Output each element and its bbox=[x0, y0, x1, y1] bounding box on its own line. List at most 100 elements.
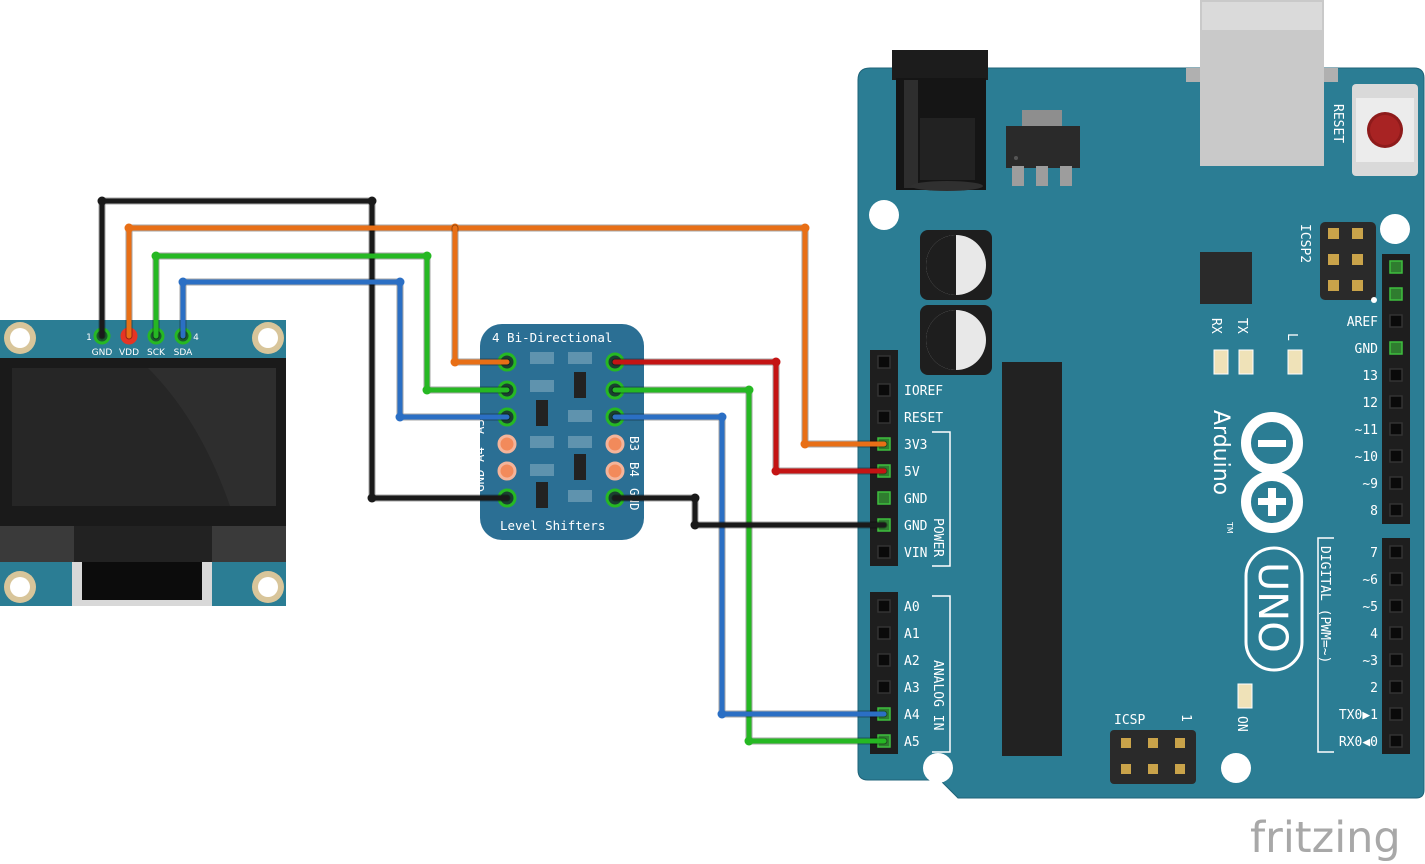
ls-left-label: A4 bbox=[472, 447, 487, 462]
pin-label: VIN bbox=[904, 546, 927, 561]
wire-bendpoint[interactable] bbox=[690, 493, 700, 503]
pin-label: RX0◀0 bbox=[1339, 735, 1378, 750]
level-shifter-pin[interactable] bbox=[497, 461, 517, 481]
wire-5v-red[interactable] bbox=[612, 359, 887, 474]
icsp-pin1-label: 1 bbox=[1178, 714, 1193, 722]
wire-bendpoint[interactable] bbox=[717, 709, 727, 719]
pin-label: IOREF bbox=[904, 384, 943, 399]
pin-label: A2 bbox=[904, 654, 920, 669]
header-pin[interactable] bbox=[1389, 395, 1403, 409]
pin-label: GND bbox=[904, 519, 928, 534]
on-label: ON bbox=[1234, 716, 1249, 732]
wire-bendpoint[interactable] bbox=[124, 223, 134, 233]
header-pin[interactable] bbox=[1389, 545, 1403, 559]
wire-bendpoint[interactable] bbox=[367, 493, 377, 503]
wire-bendpoint[interactable] bbox=[717, 412, 727, 422]
mount-hole bbox=[923, 753, 953, 783]
wire-bendpoint[interactable] bbox=[395, 412, 405, 422]
oled-pin-number: 1 bbox=[86, 333, 92, 343]
header-pin[interactable] bbox=[877, 626, 891, 640]
wire-bendpoint[interactable] bbox=[690, 520, 700, 530]
pin-label: 4 bbox=[1370, 627, 1378, 642]
wire-bendpoint[interactable] bbox=[744, 385, 754, 395]
header-pin[interactable] bbox=[1389, 476, 1403, 490]
pin-label: ~9 bbox=[1362, 477, 1378, 492]
header-pin[interactable] bbox=[877, 599, 891, 613]
wire-bendpoint[interactable] bbox=[800, 439, 810, 449]
header-pin[interactable] bbox=[877, 545, 891, 559]
wire-vdd-orange[interactable] bbox=[126, 225, 887, 447]
header-pin[interactable] bbox=[1389, 680, 1403, 694]
header-pin[interactable] bbox=[1389, 449, 1403, 463]
arduino-logo bbox=[1241, 412, 1303, 533]
header-pin[interactable] bbox=[1389, 572, 1403, 586]
pin-label: 2 bbox=[1370, 681, 1378, 696]
header-pin[interactable] bbox=[1389, 422, 1403, 436]
tx-label: TX bbox=[1234, 318, 1249, 334]
wire-bendpoint[interactable] bbox=[450, 357, 460, 367]
wire-bendpoint[interactable] bbox=[744, 736, 754, 746]
header-pin[interactable] bbox=[1389, 653, 1403, 667]
atmega-chip bbox=[1002, 362, 1062, 756]
mount-hole bbox=[1380, 214, 1410, 244]
pin-label: A1 bbox=[904, 627, 920, 642]
pin-label: A0 bbox=[904, 600, 920, 615]
arduino-brand: Arduino bbox=[1208, 410, 1233, 495]
digital-title: DIGITAL (PWM=~) bbox=[1317, 546, 1332, 663]
wire-bendpoint[interactable] bbox=[422, 251, 432, 261]
pin-label: AREF bbox=[1347, 315, 1378, 330]
wire-bendpoint[interactable] bbox=[395, 277, 405, 287]
arduino-uno-board: RESET ICSP2 RX TX L bbox=[857, 0, 1425, 799]
icsp-label: ICSP bbox=[1114, 713, 1145, 728]
pin-label: ~11 bbox=[1355, 423, 1378, 438]
level-shifter-pcb bbox=[480, 324, 644, 540]
oled-pin-label: VDD bbox=[119, 348, 139, 358]
header-pin[interactable] bbox=[877, 355, 891, 369]
header-pin[interactable] bbox=[1389, 503, 1403, 517]
icsp2-header bbox=[1320, 222, 1377, 303]
pin-label: ~6 bbox=[1362, 573, 1378, 588]
pin-label: 7 bbox=[1370, 546, 1378, 561]
level-shifter-pin[interactable] bbox=[605, 461, 625, 481]
header-pin[interactable] bbox=[877, 653, 891, 667]
wire-bendpoint[interactable] bbox=[800, 223, 810, 233]
header-pin[interactable] bbox=[1389, 287, 1403, 301]
pin-label: GND bbox=[1355, 342, 1379, 357]
header-pin[interactable] bbox=[1389, 734, 1403, 748]
header-pin[interactable] bbox=[877, 410, 891, 424]
pin-label: GND bbox=[904, 492, 928, 507]
header-pin[interactable] bbox=[1389, 260, 1403, 274]
wire-sda-blue-arduino[interactable] bbox=[612, 414, 887, 717]
header-pin[interactable] bbox=[1389, 341, 1403, 355]
wire-bendpoint[interactable] bbox=[97, 196, 107, 206]
header-pin[interactable] bbox=[1389, 599, 1403, 613]
wire-bendpoint[interactable] bbox=[151, 251, 161, 261]
wire-scl-green[interactable] bbox=[612, 387, 887, 744]
analog-header bbox=[870, 592, 898, 754]
wire-bendpoint[interactable] bbox=[367, 196, 377, 206]
level-shifter-pin[interactable] bbox=[497, 434, 517, 454]
trademark: TM bbox=[1225, 521, 1234, 534]
header-pin[interactable] bbox=[1389, 626, 1403, 640]
wire-bendpoint[interactable] bbox=[771, 357, 781, 367]
pin-label: 13 bbox=[1362, 369, 1378, 384]
pin-label: A4 bbox=[904, 708, 920, 723]
header-pin[interactable] bbox=[1389, 368, 1403, 382]
wire-bendpoint[interactable] bbox=[178, 277, 188, 287]
fritzing-watermark: fritzing bbox=[1250, 813, 1401, 863]
reset-button[interactable] bbox=[1352, 84, 1418, 176]
header-pin[interactable] bbox=[1389, 314, 1403, 328]
wire-bendpoint[interactable] bbox=[422, 385, 432, 395]
icsp2-label: ICSP2 bbox=[1297, 224, 1312, 263]
wire-bendpoint[interactable] bbox=[771, 466, 781, 476]
level-shifter-pin[interactable] bbox=[605, 434, 625, 454]
header-pin[interactable] bbox=[877, 383, 891, 397]
header-pin[interactable] bbox=[877, 680, 891, 694]
header-pin[interactable] bbox=[1389, 707, 1403, 721]
digital-header-bottom bbox=[1382, 538, 1410, 754]
wire-gnd-black-arduino[interactable] bbox=[612, 495, 887, 528]
header-pin[interactable] bbox=[877, 491, 891, 505]
usb-connector bbox=[1186, 0, 1338, 166]
